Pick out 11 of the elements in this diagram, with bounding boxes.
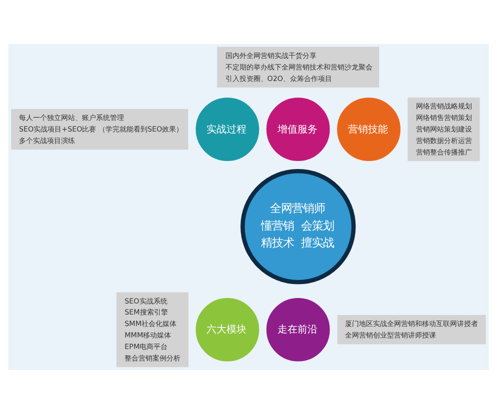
node-box: 国内外全网营销实战干货分享 不定期的举办线下全网营销技术和营销沙龙聚会 引入投资圈、O2O、众筹合作项目: [217, 46, 380, 88]
node-box: 每人一个独立网站、账户系统管理 SEO实战项目+SEO比赛 （学完就能看到SEO效果） 多个实战项目演练: [11, 108, 188, 150]
node-circle: 实战过程: [196, 98, 260, 161]
node-circle: 走在前沿: [266, 298, 330, 362]
node-box: 网络营销战略规划 网络销售营销策划 营销网站策划建设 营销数据分析运营 营销整合传播推广: [408, 98, 480, 162]
node-circle: 增值服务: [266, 98, 330, 161]
node-circle: 全网营销师 懂营销 会策划 精技术 擅实战: [240, 169, 356, 284]
node-box: SEO实战系统 SEM搜索引擎 SMM社会化媒体 MMM移动媒体 EPM电商平台 整合营销案例分析: [116, 292, 189, 368]
node-circle: 营销技能: [337, 98, 400, 161]
node-box: 厦门地区实战全网营销和移动互联网讲授者 全网营销创业型营销讲师授课: [337, 315, 486, 344]
node-circle: 六大模块: [196, 298, 260, 362]
